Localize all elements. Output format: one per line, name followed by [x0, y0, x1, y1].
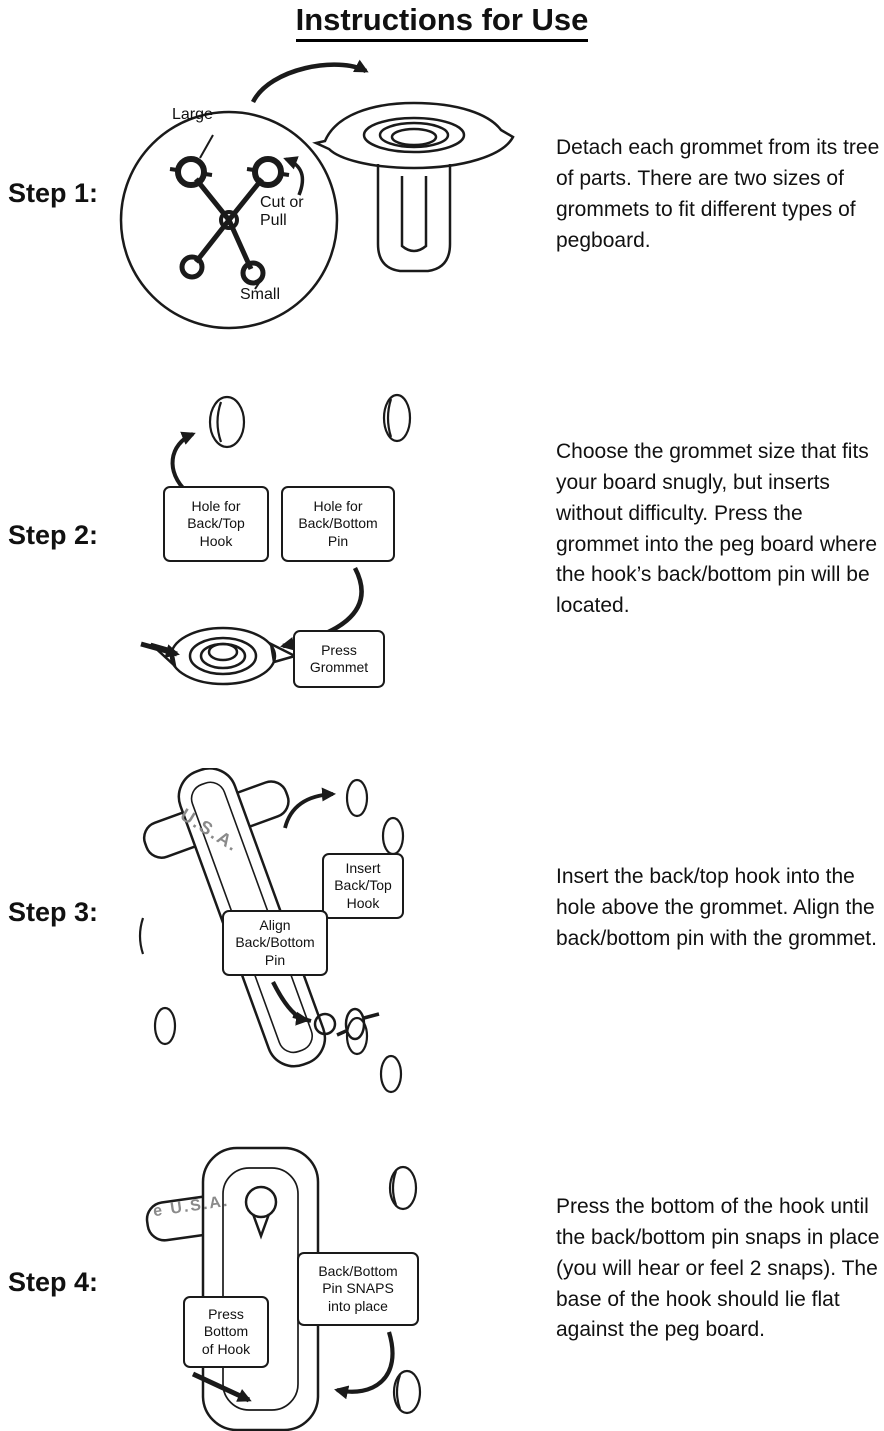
labelbox-hole-back-bottom: Hole for Back/Bottom Pin — [281, 486, 395, 562]
callout-large: Large — [172, 106, 213, 123]
step-1-text: Detach each grommet from its tree of par… — [556, 136, 880, 252]
step-2-illustration: Hole for Back/Top Hook Hole for Back/Bot… — [135, 368, 535, 708]
align-pin-arrow-icon — [271, 981, 310, 1026]
labelbox-press-grommet: Press Grommet — [293, 630, 385, 688]
labelbox-hole-back-top: Hole for Back/Top Hook — [163, 486, 269, 562]
labelbox-pin-snaps: Back/Bottom Pin SNAPS into place — [297, 1252, 419, 1326]
step-4-illustration: e U.S.A. Back/Bottom Pin SNAPS into plac… — [145, 1140, 535, 1431]
pegboard-holes — [388, 1165, 422, 1415]
step-3-label: Step 3: — [8, 897, 99, 927]
grommet-front-view — [150, 626, 299, 686]
detach-arrow-icon — [250, 59, 369, 104]
step-2-label: Step 2: — [8, 520, 99, 550]
pegboard-hook — [145, 1146, 320, 1431]
press-bottom-arrow-icon — [191, 1371, 252, 1403]
grommet-tree-circle — [119, 110, 339, 330]
page-title: Instructions for Use — [295, 2, 589, 42]
page-header: Instructions for Use — [0, 2, 884, 42]
press-direction-arrow-icon — [140, 641, 180, 658]
step-1-illustration: Large Cut or Pull Small — [112, 58, 532, 353]
step-1-drawing — [119, 59, 515, 330]
pegboard-holes — [208, 393, 412, 449]
hole-pointer-arrow-icon — [170, 431, 196, 494]
cut-or-pull-arrow-icon — [283, 156, 305, 196]
labelbox-insert-hook: Insert Back/Top Hook — [322, 853, 404, 919]
callout-small: Small — [240, 286, 281, 303]
step-2-text: Choose the grommet size that fits your b… — [556, 440, 878, 618]
labelbox-align-pin: Align Back/Bottom Pin — [222, 910, 328, 976]
step-4-label: Step 4: — [8, 1267, 99, 1297]
snap-arrow-icon — [334, 1331, 395, 1400]
labelbox-press-bottom: Press Bottom of Hook — [183, 1296, 269, 1368]
step-1-label: Step 1: — [8, 178, 99, 208]
callout-cut-or-pull: Cut or Pull — [260, 194, 304, 230]
grommet-part-drawing — [312, 101, 515, 273]
step-3-text: Insert the back/top hook into the hole a… — [556, 865, 877, 950]
insert-hook-arrow-icon — [283, 787, 336, 829]
step-3-illustration: U.S.A. Insert Back/Top Hook Align Back/B… — [135, 768, 535, 1108]
step-4-text: Press the bottom of the hook until the b… — [556, 1195, 880, 1342]
